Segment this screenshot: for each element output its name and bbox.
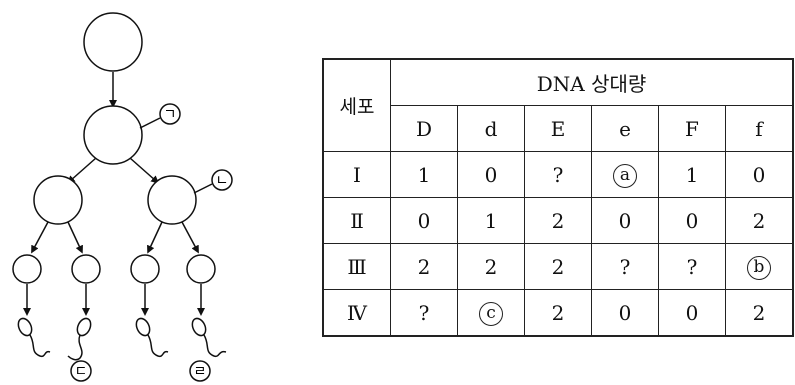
row-label: Ⅳ bbox=[322, 289, 391, 337]
table-cell: ? bbox=[658, 243, 726, 290]
column-header-row: D d E e F f bbox=[323, 105, 794, 152]
col-header-E: E bbox=[524, 105, 592, 152]
sperm-digeut bbox=[67, 317, 92, 361]
table-cell: 0 bbox=[658, 289, 726, 337]
table-row: Ⅰ 1 0 ? a 1 0 bbox=[322, 151, 794, 198]
cell-original bbox=[83, 12, 143, 72]
arrow bbox=[129, 157, 159, 184]
label-circle-rieul bbox=[189, 360, 211, 382]
table-cell: 0 bbox=[591, 289, 659, 337]
table-cell: 2 bbox=[390, 243, 458, 290]
table-row: Ⅲ 2 2 2 ? ? b bbox=[322, 243, 794, 290]
table-row: Ⅳ ? c 2 0 0 2 bbox=[322, 289, 794, 337]
group-header-prefix: DNA bbox=[536, 72, 585, 96]
table-cell: ? bbox=[390, 289, 458, 337]
arrow bbox=[67, 157, 97, 184]
row-label: Ⅲ bbox=[322, 243, 391, 290]
row-header-cell: 세포 bbox=[322, 58, 391, 152]
arrow bbox=[181, 221, 199, 254]
dna-table-container: 세포 DNA 상대량 D d E e F f Ⅰ 1 0 ? a 1 0 bbox=[322, 58, 794, 337]
table-header-row: 세포 DNA 상대량 bbox=[322, 58, 794, 152]
group-header: DNA 상대량 bbox=[390, 58, 794, 106]
group-header-suffix: 상대량 bbox=[591, 72, 647, 96]
col-header-e: e bbox=[591, 105, 659, 152]
label-digeut: ㄷ bbox=[75, 364, 88, 380]
arrow bbox=[31, 221, 49, 254]
table-cell: 0 bbox=[591, 197, 659, 244]
col-header-D: D bbox=[390, 105, 458, 152]
row-label: Ⅱ bbox=[322, 197, 391, 244]
sperm-rieul bbox=[191, 317, 227, 358]
table-cell: 2 bbox=[524, 289, 592, 337]
table-cell: 2 bbox=[725, 289, 794, 337]
cell-second-left bbox=[33, 175, 83, 225]
table-cell: 1 bbox=[457, 197, 525, 244]
table-cell: 0 bbox=[658, 197, 726, 244]
pointer-line bbox=[193, 183, 213, 194]
label-nieun: ㄴ bbox=[216, 173, 229, 189]
cell-third-3 bbox=[130, 254, 160, 284]
table-cell: 1 bbox=[390, 151, 458, 198]
cell-giyeok bbox=[83, 105, 143, 165]
label-rieul: ㄹ bbox=[194, 364, 207, 380]
label-circle-nieun bbox=[211, 169, 233, 191]
cell-third-2 bbox=[71, 254, 101, 284]
table-cell: 0 bbox=[725, 151, 794, 198]
table-cell: 1 bbox=[658, 151, 726, 198]
sperm-1 bbox=[17, 317, 51, 358]
arrow bbox=[67, 221, 83, 254]
table-cell: a bbox=[591, 151, 659, 198]
dna-relative-amount-table: 세포 DNA 상대량 D d E e F f Ⅰ 1 0 ? a 1 0 bbox=[322, 58, 794, 337]
cell-third-4 bbox=[186, 254, 216, 284]
table-cell: 2 bbox=[524, 243, 592, 290]
circled-value-a: a bbox=[613, 164, 637, 188]
table-cell: 2 bbox=[725, 197, 794, 244]
table-cell: b bbox=[725, 243, 794, 290]
table-cell: 2 bbox=[524, 197, 592, 244]
cell-third-1 bbox=[12, 254, 42, 284]
arrow bbox=[147, 221, 163, 254]
col-header-d: d bbox=[457, 105, 525, 152]
row-label: Ⅰ bbox=[322, 151, 391, 198]
circled-value-b: b bbox=[747, 256, 771, 280]
table-cell: 0 bbox=[457, 151, 525, 198]
label-circle-giyeok bbox=[159, 103, 181, 125]
pointer-line bbox=[139, 117, 161, 129]
col-header-f: f bbox=[725, 105, 794, 152]
circled-value-c: c bbox=[479, 302, 503, 326]
cell-nieun bbox=[147, 175, 197, 225]
table-cell: ? bbox=[591, 243, 659, 290]
col-header-F: F bbox=[658, 105, 726, 152]
table-cell: 0 bbox=[390, 197, 458, 244]
label-giyeok: ㄱ bbox=[164, 107, 177, 123]
label-circle-digeut bbox=[70, 360, 92, 382]
table-row: Ⅱ 0 1 2 0 0 2 bbox=[322, 197, 794, 244]
table-cell: ? bbox=[524, 151, 592, 198]
sperm-3 bbox=[135, 317, 169, 358]
meiosis-diagram: ㄱ ㄴ ㄷ ㄹ bbox=[12, 12, 233, 382]
table-cell: 2 bbox=[457, 243, 525, 290]
table-cell: c bbox=[457, 289, 525, 337]
